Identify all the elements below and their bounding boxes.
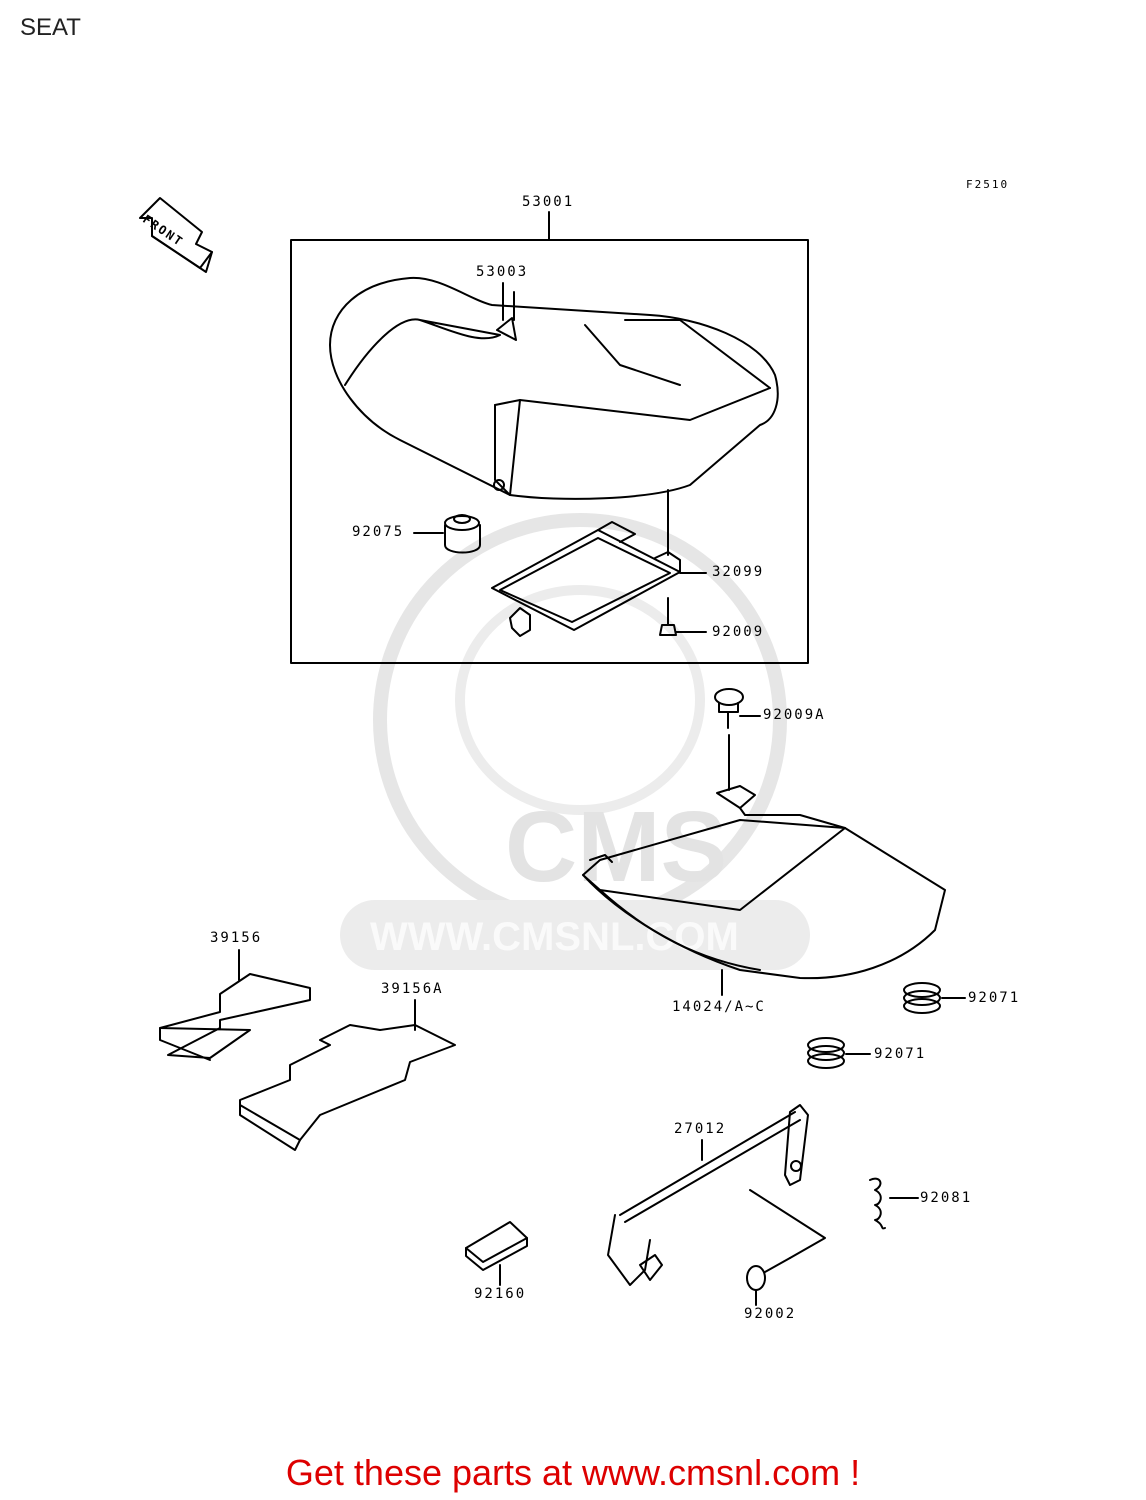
part-label-14024[interactable]: 14024/A~C <box>672 999 766 1015</box>
pad-39156 <box>159 949 311 1061</box>
part-label-39156A[interactable]: 39156A <box>381 981 444 997</box>
part-label-53003[interactable]: 53003 <box>476 264 529 280</box>
part-label-32099[interactable]: 32099 <box>712 564 765 580</box>
pad-39156A <box>239 999 456 1151</box>
seat <box>329 276 779 500</box>
block <box>465 1221 528 1286</box>
seat-lock <box>607 1104 826 1286</box>
spring <box>869 1177 919 1230</box>
part-label-39156[interactable]: 39156 <box>210 930 263 946</box>
footer-link[interactable]: Get these parts at www.cmsnl.com ! <box>285 1452 861 1493</box>
watermark-brand: CMS <box>505 791 728 903</box>
part-label-92009A[interactable]: 92009A <box>763 707 826 723</box>
part-label-92071-a[interactable]: 92071 <box>968 990 1021 1006</box>
part-label-92075[interactable]: 92075 <box>352 524 405 540</box>
part-label-92081[interactable]: 92081 <box>920 1190 973 1206</box>
part-label-92009[interactable]: 92009 <box>712 624 765 640</box>
part-label-92160[interactable]: 92160 <box>474 1286 527 1302</box>
tail-cover <box>582 785 946 996</box>
figure-code: F2510 <box>966 178 1010 191</box>
front-arrow-icon <box>139 197 213 273</box>
bolt-92009 <box>659 597 707 636</box>
watermark-url: WWW.CMSNL.COM <box>370 915 739 959</box>
damper <box>413 514 481 554</box>
part-label-92071-b[interactable]: 92071 <box>874 1046 927 1062</box>
part-label-53001[interactable]: 53001 <box>522 194 575 210</box>
grommet-b <box>807 1037 871 1069</box>
part-label-27012[interactable]: 27012 <box>674 1121 727 1137</box>
bolt-92002 <box>746 1257 791 1306</box>
tray <box>491 489 707 637</box>
grommet-a <box>903 982 966 1014</box>
screw-92009A <box>714 688 761 791</box>
page-title: SEAT <box>20 14 81 41</box>
part-label-92002[interactable]: 92002 <box>744 1306 797 1322</box>
